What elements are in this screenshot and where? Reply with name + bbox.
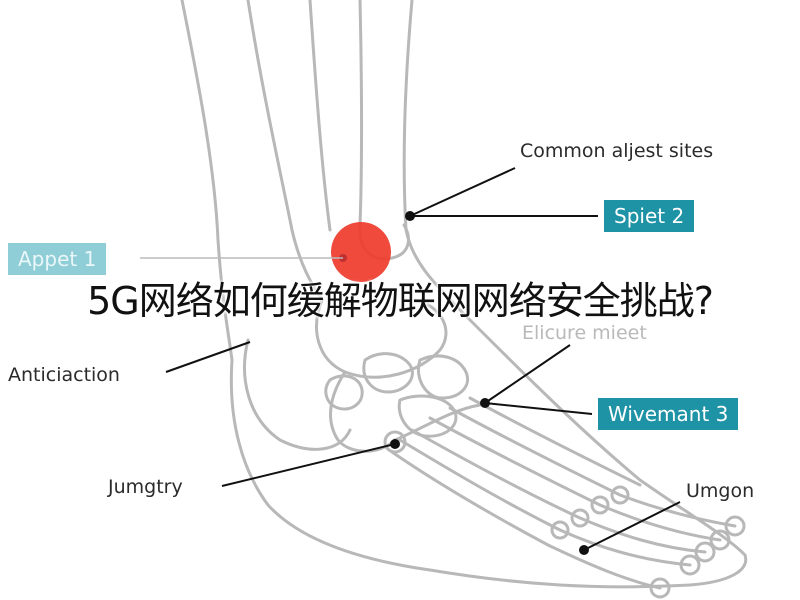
label-elicure: Elicure mieet [522, 322, 647, 344]
leader-lines [140, 167, 681, 551]
leader-common-sites [409, 167, 516, 217]
tag-wivemant: Wivemant 3 [598, 398, 739, 430]
label-common-sites: Common aljest sites [520, 140, 714, 162]
hotspot-marker [331, 222, 391, 282]
leader-anticiaction [165, 341, 251, 373]
label-anticiaction: Anticiaction [8, 364, 120, 386]
anchor-dots [390, 211, 589, 555]
label-umgon: Umgon [686, 480, 755, 502]
tag-spiet: Spiet 2 [604, 200, 695, 232]
leader-elicure [484, 344, 571, 404]
leader-wivemant [484, 402, 593, 415]
label-jumgtry: Jumgtry [108, 476, 183, 498]
tag-appet: Appet 1 [8, 243, 107, 275]
overlay-title: 5G网络如何缓解物联网网络安全挑战? [87, 279, 714, 323]
foot-outline [180, 0, 748, 599]
leader-umgon [583, 501, 681, 551]
leader-jumgtry [221, 443, 396, 487]
